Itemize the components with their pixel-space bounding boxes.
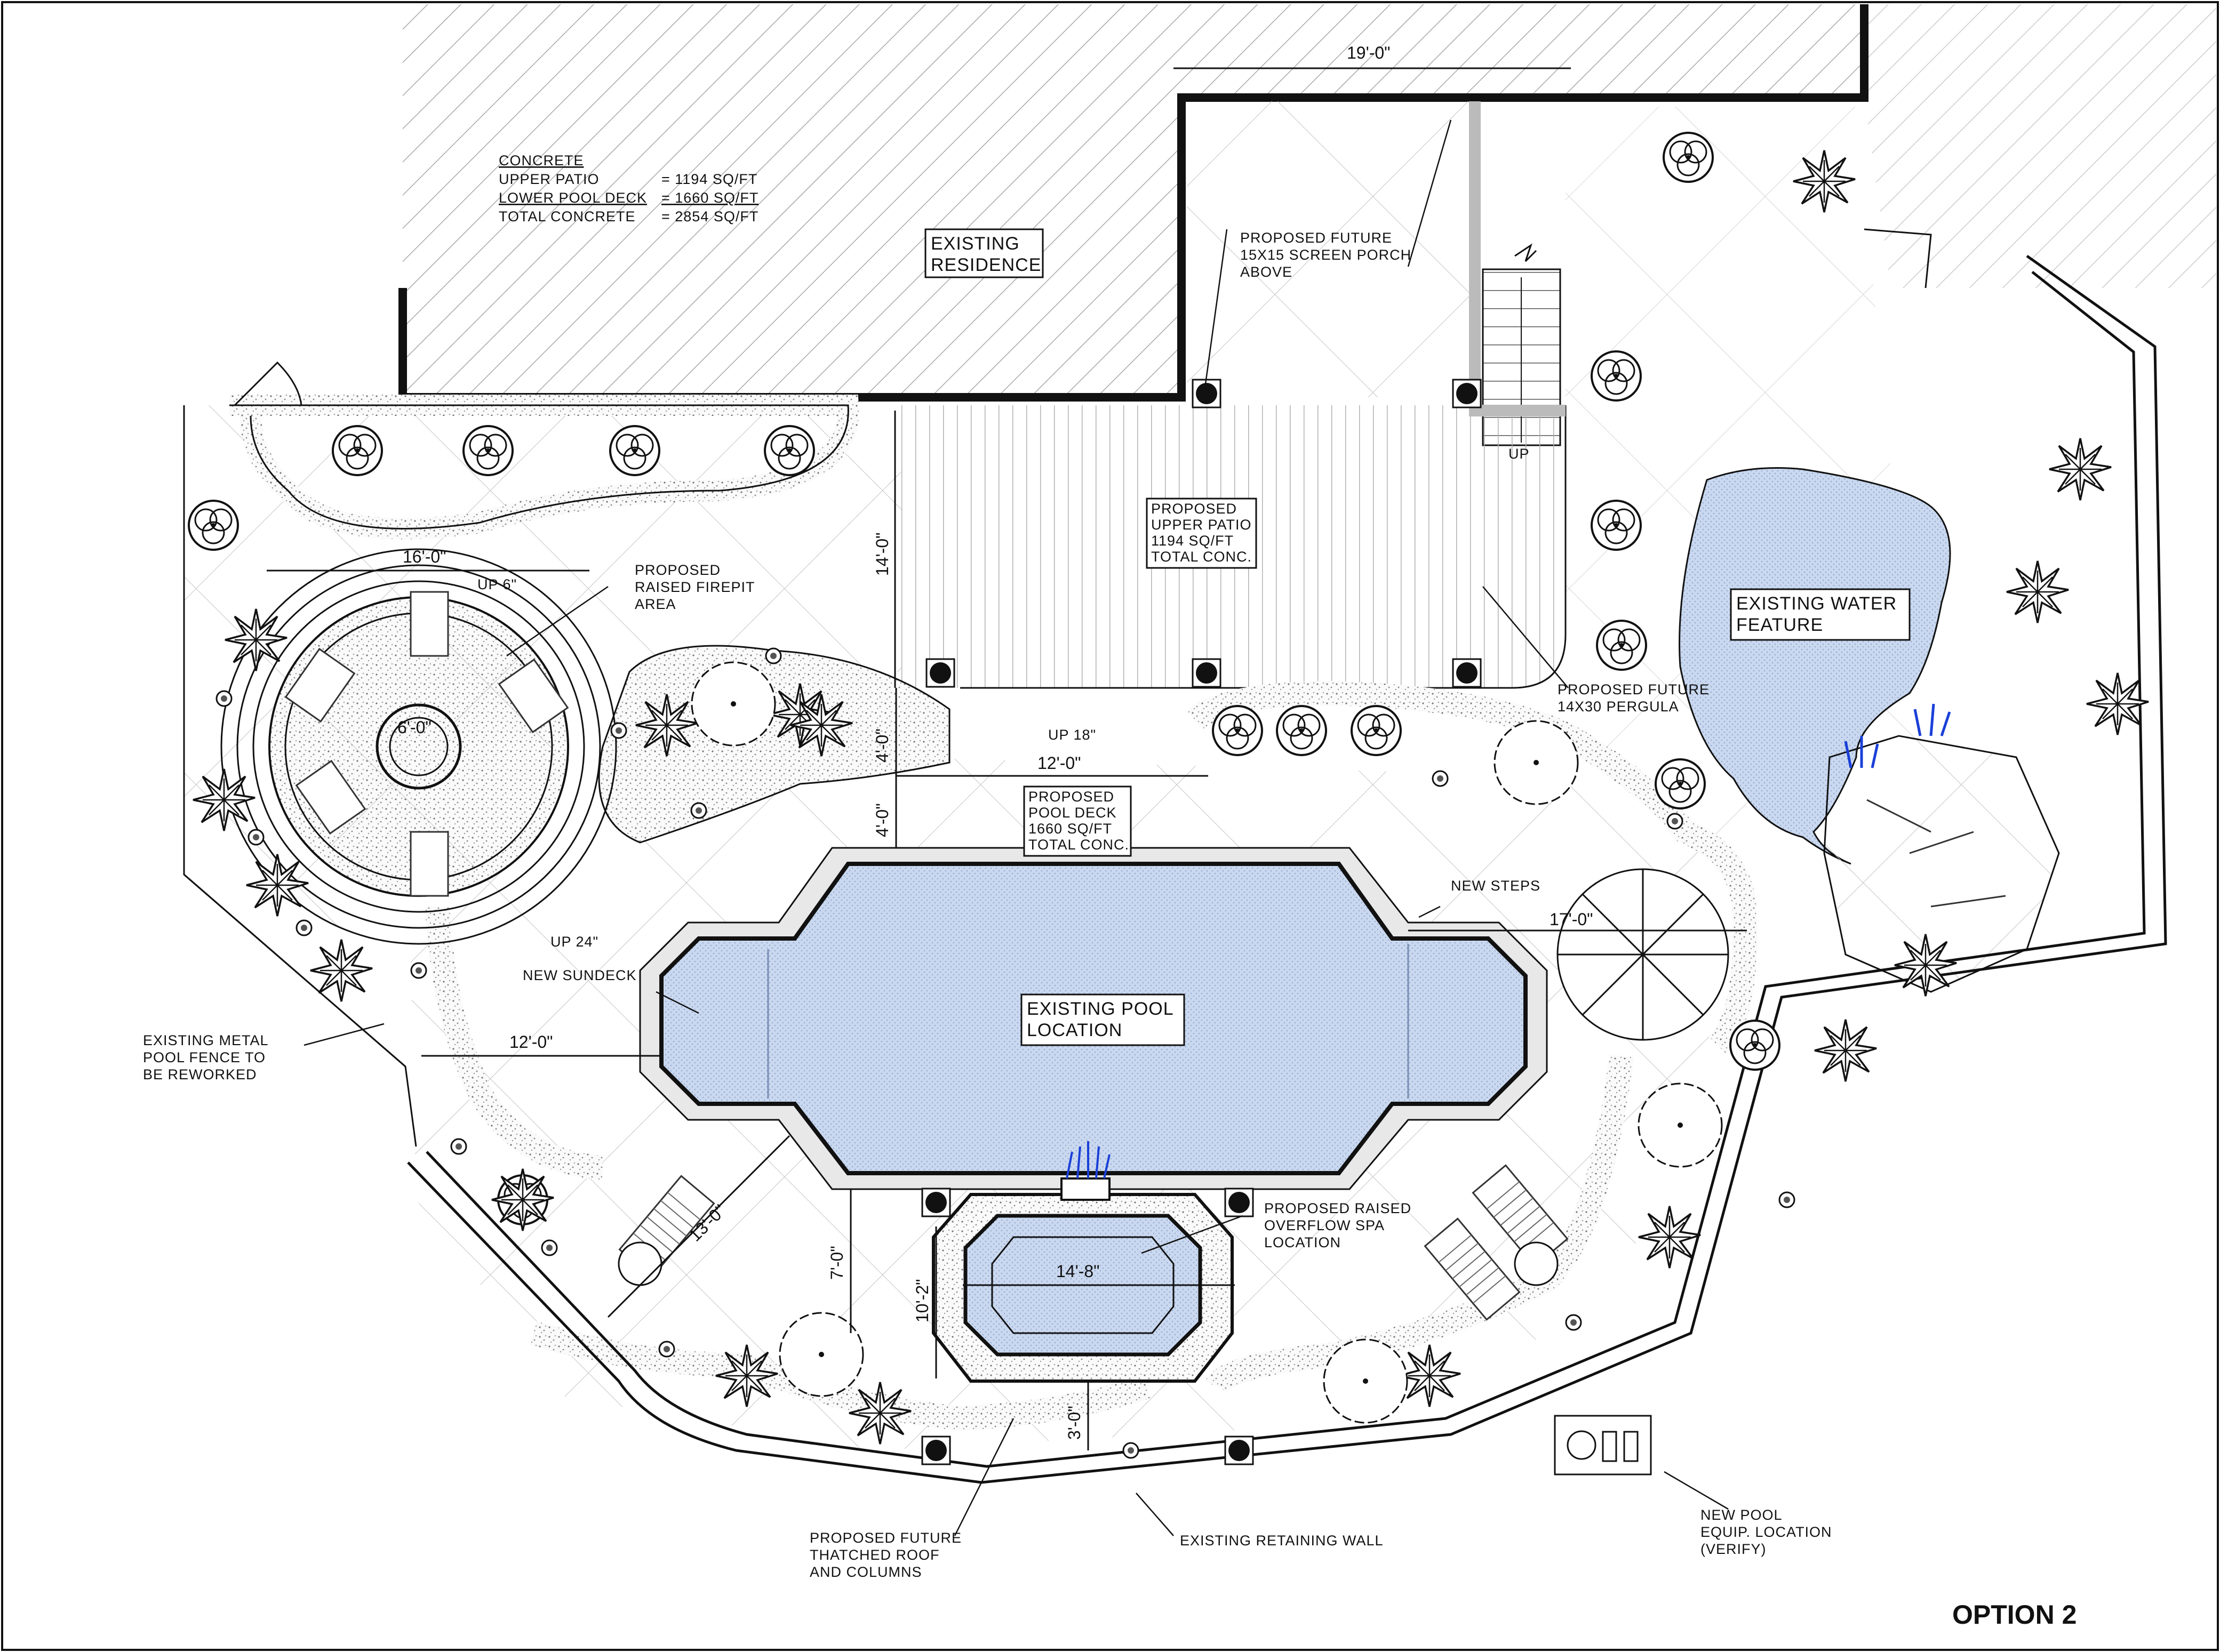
patio-line: TOTAL CONC. <box>1151 549 1252 565</box>
callout-line: PROPOSED FUTURE <box>1558 681 1710 697</box>
patio-step-label: UP 18" <box>1048 727 1096 743</box>
callout-line: BE REWORKED <box>143 1066 257 1082</box>
dimension-texts: 19'-0" 16'-0" 6'-0" 14'-0" 12'-0" 4'-0" … <box>397 43 1593 1440</box>
raised-firepit <box>220 548 617 945</box>
dimension-lines <box>267 67 1747 1450</box>
dim-planter: 4'-0" <box>873 728 892 763</box>
gravel-paths <box>229 395 1758 1431</box>
water-line: EXISTING WATER <box>1736 594 1897 614</box>
spa <box>932 1141 1234 1383</box>
callout-line: AREA <box>635 596 676 612</box>
callout-pool-equip: NEW POOL EQUIP. LOCATION (VERIFY) <box>1700 1507 1832 1557</box>
callout-line: PROPOSED RAISED <box>1264 1200 1411 1216</box>
concrete-row-label: LOWER POOL DECK <box>499 190 647 206</box>
callout-thatched-roof: PROPOSED FUTURE THATCHED ROOF AND COLUMN… <box>810 1530 962 1580</box>
firepit-step-label: UP 24" <box>550 934 598 950</box>
callout-line: EXISTING METAL <box>143 1032 269 1048</box>
callout-line: ABOVE <box>1240 264 1292 280</box>
callout-line: PROPOSED <box>635 562 721 578</box>
pool-line: EXISTING POOL <box>1027 999 1174 1019</box>
dim-step-height: 4'-0" <box>873 803 892 837</box>
callout-line: RAISED FIREPIT <box>635 579 755 595</box>
label-pool-deck: PROPOSED POOL DECK 1660 SQ/FT TOTAL CONC… <box>1023 785 1132 857</box>
dim-spa-setback: 7'-0" <box>827 1246 847 1280</box>
callout-line: PROPOSED FUTURE <box>1240 230 1392 246</box>
callout-line: LOCATION <box>1264 1234 1341 1250</box>
residence-line: EXISTING <box>931 234 1020 254</box>
callout-line: 14X30 PERGULA <box>1558 699 1679 715</box>
pool-line: LOCATION <box>1027 1020 1122 1040</box>
pool-equipment <box>1554 1415 1652 1475</box>
concrete-row-value: = 1660 SQ/FT <box>661 190 758 206</box>
callout-line: PROPOSED FUTURE <box>810 1530 962 1546</box>
existing-residence <box>398 4 2216 402</box>
callout-screen-porch: PROPOSED FUTURE 15X15 SCREEN PORCH ABOVE <box>1240 230 1411 280</box>
callout-new-sundeck: NEW SUNDECK <box>523 967 637 983</box>
stair-up-label: UP <box>1508 446 1530 462</box>
callout-line: 15X15 SCREEN PORCH <box>1240 247 1411 263</box>
dim-spa-width: 14'-8" <box>1056 1262 1100 1281</box>
patio-line: UPPER PATIO <box>1151 517 1252 533</box>
leader-lines <box>304 119 1729 1536</box>
dim-firepit-width: 16'-0" <box>403 547 446 566</box>
callout-line: NEW POOL <box>1700 1507 1783 1523</box>
retaining-wall <box>183 254 2167 1484</box>
dim-firepit-inner: 6'-0" <box>397 718 432 737</box>
dim-walk-width: 12'-0" <box>1037 753 1081 773</box>
firepit-up-label: UP 6" <box>477 576 517 592</box>
label-residence: EXISTING RESIDENCE <box>924 228 1044 278</box>
concrete-row-label: UPPER PATIO <box>499 171 600 187</box>
concrete-row-value: = 1194 SQ/FT <box>661 171 757 187</box>
callout-line: OVERFLOW SPA <box>1264 1217 1385 1233</box>
label-pool: EXISTING POOL LOCATION <box>1020 993 1185 1046</box>
water-line: FEATURE <box>1736 615 1823 635</box>
patio-line: 1194 SQ/FT <box>1151 533 1234 549</box>
concrete-row-value: = 2854 SQ/FT <box>661 208 758 224</box>
callout-pergola: PROPOSED FUTURE 14X30 PERGULA <box>1558 681 1710 715</box>
patio-line: PROPOSED <box>1151 501 1237 517</box>
deck-line: 1660 SQ/FT <box>1028 821 1112 837</box>
callout-line: THATCHED ROOF <box>810 1547 940 1563</box>
callout-line: EQUIP. LOCATION <box>1700 1524 1832 1540</box>
dim-sundeck: 12'-0" <box>509 1032 553 1052</box>
label-upper-patio: PROPOSED UPPER PATIO 1194 SQ/FT TOTAL CO… <box>1146 498 1257 569</box>
deck-line: TOTAL CONC. <box>1028 837 1129 853</box>
dim-spa-depth: 10'-2" <box>913 1279 932 1322</box>
deck-line: PROPOSED <box>1028 789 1114 805</box>
label-water-feature: EXISTING WATER FEATURE <box>1730 588 1911 641</box>
residence-line: RESIDENCE <box>931 255 1041 275</box>
callout-spa: PROPOSED RAISED OVERFLOW SPA LOCATION <box>1264 1200 1411 1250</box>
callout-new-steps: NEW STEPS <box>1451 878 1540 894</box>
callout-line: (VERIFY) <box>1700 1541 1767 1557</box>
dim-umbrella: 17'-0" <box>1550 910 1593 929</box>
dim-porch-width: 19'-0" <box>1347 43 1391 62</box>
dim-spa-bottom: 3'-0" <box>1065 1406 1084 1440</box>
water-feature-reeds <box>1844 703 1951 768</box>
callout-firepit: PROPOSED RAISED FIREPIT AREA <box>635 562 755 612</box>
callout-line: AND COLUMNS <box>810 1564 922 1580</box>
callout-metal-fence: EXISTING METAL POOL FENCE TO BE REWORKED <box>143 1032 269 1082</box>
screen-porch-area <box>1187 101 1473 397</box>
deck-line: POOL DECK <box>1028 805 1117 821</box>
callout-line: POOL FENCE TO <box>143 1049 266 1065</box>
umbrella <box>1556 868 1729 1041</box>
dim-patio-depth: 14'-0" <box>873 532 892 576</box>
concrete-summary-table: CONCRETE UPPER PATIO = 1194 SQ/FT LOWER … <box>499 153 758 224</box>
concrete-row-label: TOTAL CONCRETE <box>499 208 636 224</box>
concrete-heading: CONCRETE <box>499 153 584 169</box>
sheet-title: OPTION 2 <box>1952 1600 2077 1630</box>
callout-retaining-wall: EXISTING RETAINING WALL <box>1180 1533 1384 1549</box>
water-feature <box>1679 467 2060 993</box>
